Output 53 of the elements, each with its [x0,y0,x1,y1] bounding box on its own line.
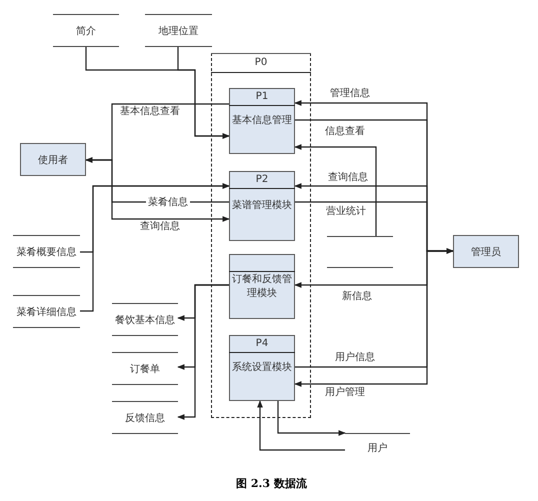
process-box [229,171,295,241]
store-name: 菜肴详细信息 [16,306,76,318]
edge-label: 新信息 [342,290,372,303]
arrow [294,144,377,236]
arrow [277,401,346,436]
store-name: 地理位置 [158,24,198,38]
process-box [229,335,295,401]
edge-label: 管理信息 [330,86,370,100]
data-store [145,14,212,47]
edge-label: 用户信息 [335,350,375,364]
edge-label: 查询信息 [140,220,180,233]
arrow [295,248,454,368]
entity-box [20,143,86,176]
process-name: 系统设置模块 [232,361,292,375]
data-store [112,303,178,336]
process-name: 菜谱管理模块 [232,199,292,213]
process-name: 基本信息管理 [232,114,292,128]
edge-label: 菜肴信息 [146,195,190,209]
data-store [327,236,393,268]
arrow [177,47,230,139]
process-box [229,88,295,154]
store-name: 用户 [368,442,388,454]
store-name: 餐饮基本信息 [115,314,175,326]
arrow [294,250,453,387]
store-name: 简介 [76,24,96,38]
data-store [13,235,80,268]
process-frame [211,53,311,418]
process-id: P0 [254,57,268,68]
entity-name: 管理员 [471,246,501,258]
store-name: 订餐单 [130,362,160,376]
store-name: 反馈信息 [125,412,165,424]
edge-label: 基本信息查看 [120,104,180,118]
arrow [257,400,345,451]
entity-box [453,235,519,268]
process-name: 订餐和反馈管理模块 [232,272,292,300]
process-id: P2 [256,174,268,185]
arrow [80,183,230,312]
store-name: 菜肴概要信息 [16,246,76,258]
caption: 图 2.3 数据流 [236,476,307,491]
arrow [86,159,230,222]
data-store [112,401,178,434]
edge-label: 营业统计 [326,204,366,218]
edge-label: 用户管理 [325,386,365,399]
data-store [53,14,119,47]
arrow [177,284,229,420]
data-store [13,295,80,328]
entity-name: 使用者 [38,154,68,166]
edge-label: 信息查看 [325,124,365,138]
process-id: P4 [256,338,268,349]
edge-label: 查询信息 [328,170,368,184]
process-id: P1 [256,91,268,102]
process-box [229,254,295,319]
data-store [112,352,178,385]
